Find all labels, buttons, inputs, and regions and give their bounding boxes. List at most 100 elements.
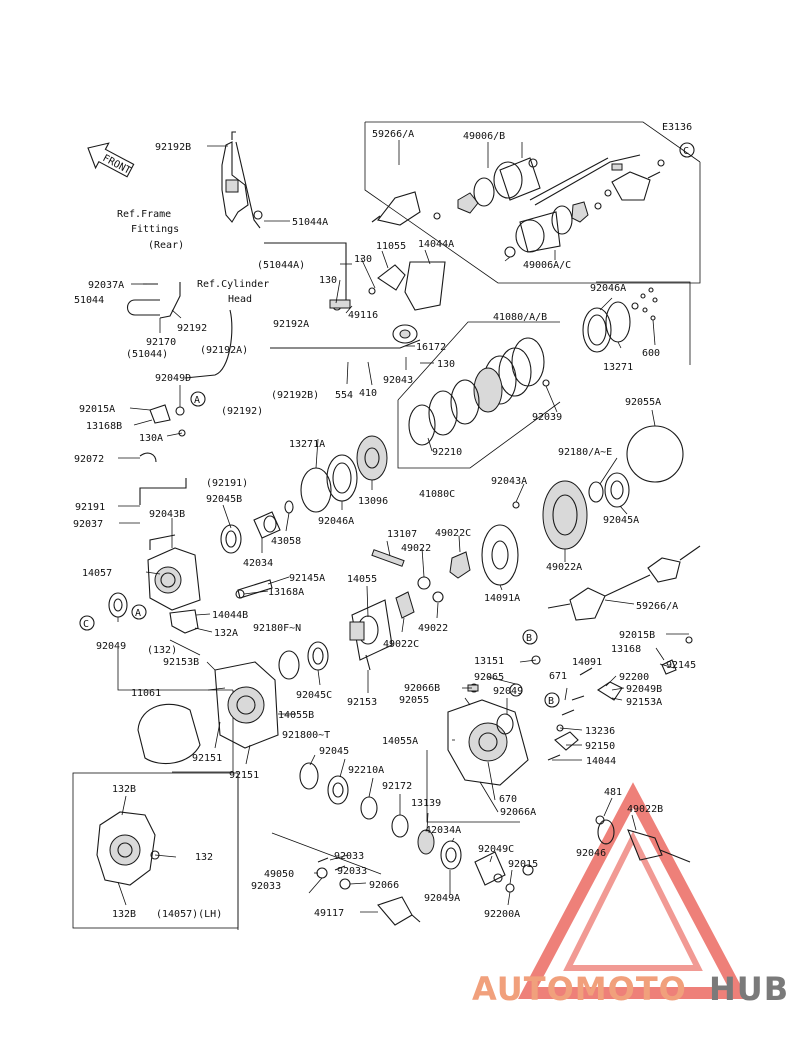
part-label: 671 [549, 671, 567, 682]
callout-c-lower-label: C [83, 619, 89, 630]
part-label: 43058 [271, 536, 301, 547]
watermark-logo: AUTOMOTO HUB [472, 782, 789, 1008]
part-label: 51044 [74, 295, 104, 306]
part-label: 49022B [627, 804, 663, 815]
part-label: 49006A/C [523, 260, 571, 271]
part-label: 92066A [500, 807, 536, 818]
part-label: 130 [354, 254, 372, 265]
part-label: 92210A [348, 765, 384, 776]
callout-b-center [522, 629, 538, 645]
part-label: 42034 [243, 558, 273, 569]
part-label: 14055B [278, 710, 314, 721]
part-label: 49050 [264, 869, 294, 880]
part-label: 132B [112, 784, 136, 795]
part-label: 49022C [435, 528, 471, 539]
part-label: 13168B [86, 421, 122, 432]
reference-callouts: C A A C B B [79, 142, 695, 708]
part-label: 92145A [289, 573, 325, 584]
part-label: 13271A [289, 439, 325, 450]
part-label: 92180/A~E [558, 447, 612, 458]
part-label: 410 [359, 388, 377, 399]
part-label: 92046 [576, 848, 606, 859]
part-label: 92151 [229, 770, 259, 781]
part-label: 92046A [318, 516, 354, 527]
callout-a-lower-label: A [135, 608, 141, 619]
part-label: 130A [139, 433, 163, 444]
part-label: (51044A) [257, 260, 305, 271]
part-label: 14091A [484, 593, 520, 604]
part-label: 49022 [418, 623, 448, 634]
part-label: 49006/B [463, 131, 505, 142]
part-label: 92039 [532, 412, 562, 423]
callout-a-upper-label: A [194, 395, 200, 406]
frame-lines [72, 121, 701, 930]
part-label: 92049C [478, 844, 514, 855]
callout-b-right-label: B [548, 696, 554, 707]
callout-b-right [544, 692, 560, 708]
part-label: 92072 [74, 454, 104, 465]
part-label: 14057 [82, 568, 112, 579]
part-label: (92192B) [271, 390, 319, 401]
part-label: 92043B [149, 509, 185, 520]
part-label: 92049B [626, 684, 662, 695]
callout-c-top-label: C [683, 146, 689, 157]
part-label: 92066B [404, 683, 440, 694]
part-label: 481 [604, 787, 622, 798]
front-label: FRONT [101, 153, 133, 177]
part-label: 92151 [192, 753, 222, 764]
inset-caption: (14057)(LH) [156, 909, 222, 920]
part-label: 49116 [348, 310, 378, 321]
part-label: 132A [214, 628, 238, 639]
part-label: 92170 [146, 337, 176, 348]
part-label: 92043 [383, 375, 413, 386]
part-label: 92015B [619, 630, 655, 641]
part-label: 92045C [296, 690, 332, 701]
part-label: (132) [147, 645, 177, 656]
part-label: 14055A [382, 736, 418, 747]
part-label: 92055A [625, 397, 661, 408]
part-label: 14091 [572, 657, 602, 668]
part-label: 92180F~N [253, 623, 301, 634]
part-label: 92200A [484, 909, 520, 920]
part-label: 132 [195, 852, 213, 863]
part-label: (92192) [221, 406, 263, 417]
callout-b-center-label: B [526, 633, 532, 644]
part-label: 51044A [292, 217, 328, 228]
part-label: 13168 [611, 644, 641, 655]
callout-a-lower [131, 604, 147, 620]
part-label: 132B [112, 909, 136, 920]
part-label: 13168A [268, 587, 304, 598]
part-label: 92037A [88, 280, 124, 291]
watermark-brand-auto: AUTOMOTO [472, 970, 687, 1008]
part-label: 92210 [432, 447, 462, 458]
part-label: 92043A [491, 476, 527, 487]
part-label: 11061 [131, 688, 161, 699]
part-label: 92045B [206, 494, 242, 505]
ref-cylinder-line1: Ref.Cylinder [197, 279, 269, 290]
ref-frame-line2: Fittings [131, 224, 179, 235]
part-label: 92049D [155, 373, 191, 384]
part-label: 92066 [369, 880, 399, 891]
part-label: 92192B [155, 142, 191, 153]
part-label: 49022C [383, 639, 419, 650]
watermark-brand-hub: HUB [709, 970, 789, 1008]
part-label: 92200 [619, 672, 649, 683]
part-label: 92049 [96, 641, 126, 652]
part-label: 13139 [411, 798, 441, 809]
part-label: 92015A [79, 404, 115, 415]
part-label: 554 [335, 390, 353, 401]
part-label: (92192A) [200, 345, 248, 356]
part-label: 92150 [585, 741, 615, 752]
part-label: 921800~T [282, 730, 330, 741]
part-label: 59266/A [636, 601, 678, 612]
part-label: 92049 [493, 686, 523, 697]
part-label: 92191 [75, 502, 105, 513]
part-label: 11055 [376, 241, 406, 252]
leader-lines [117, 140, 689, 913]
part-label: 92015 [508, 859, 538, 870]
part-label: 92153B [163, 657, 199, 668]
part-label: 41080C [419, 489, 455, 500]
part-label: 13236 [585, 726, 615, 737]
part-label: (51044) [126, 349, 168, 360]
